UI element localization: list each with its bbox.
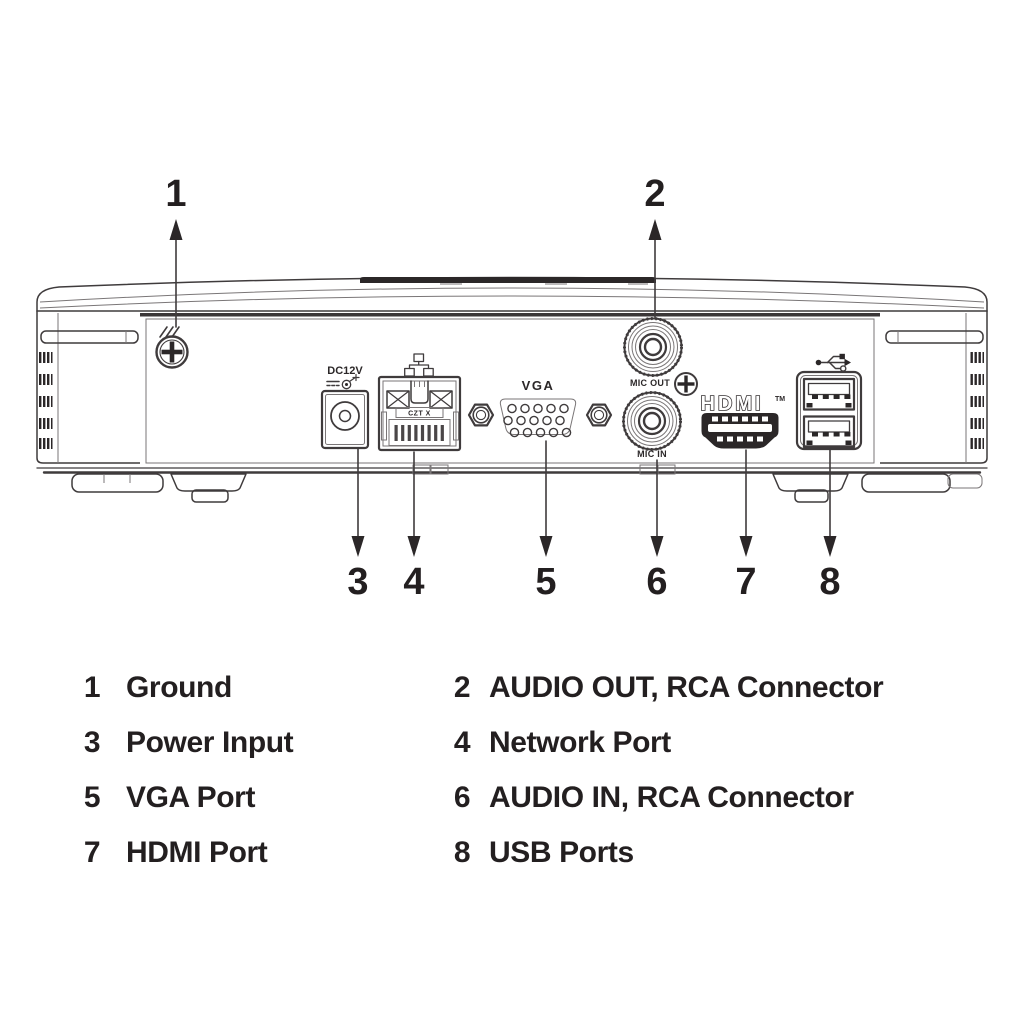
legend-num: 7 bbox=[84, 836, 100, 869]
hdmi-port: HDMI TM bbox=[700, 392, 785, 449]
legend-label: HDMI Port bbox=[126, 836, 268, 869]
legend-label: Network Port bbox=[489, 726, 671, 759]
vga-port: VGA bbox=[467, 378, 613, 439]
hdmi-tm-mark: TM bbox=[775, 396, 785, 403]
callout-number-6: 6 bbox=[646, 561, 667, 603]
callout-number-3: 3 bbox=[347, 561, 368, 603]
legend-label: VGA Port bbox=[126, 781, 255, 814]
base-and-feet bbox=[36, 464, 988, 503]
vent-slats-left bbox=[39, 352, 53, 449]
legend-item-5: 5 VGA Port bbox=[84, 781, 256, 814]
legend-num: 6 bbox=[454, 781, 470, 814]
legend-item-4: 4 Network Port bbox=[454, 726, 672, 759]
callout-number-4: 4 bbox=[403, 561, 424, 603]
legend-item-7: 7 HDMI Port bbox=[84, 836, 268, 869]
rear-face bbox=[140, 313, 880, 469]
callout-number-7: 7 bbox=[735, 561, 756, 603]
vent-slats-right bbox=[970, 352, 984, 449]
ground-symbol-icon bbox=[159, 326, 180, 338]
arrow-up-icon bbox=[169, 219, 183, 240]
audio-out-label: MIC OUT bbox=[630, 378, 670, 388]
panel-screw bbox=[674, 372, 698, 396]
arrow-down-icon bbox=[823, 536, 837, 557]
vga-pin-holes bbox=[503, 403, 572, 438]
audio-in-label: MIC IN bbox=[637, 449, 667, 459]
legend-item-2: 2 AUDIO OUT, RCA Connector bbox=[454, 671, 885, 704]
legend-label: Ground bbox=[126, 671, 232, 704]
device-chassis bbox=[36, 276, 988, 503]
callout-number-5: 5 bbox=[535, 561, 556, 603]
audio-in-rca-port: MIC IN bbox=[622, 391, 682, 459]
arrow-down-icon bbox=[407, 536, 421, 557]
legend-label: AUDIO IN, RCA Connector bbox=[489, 781, 854, 814]
hdmi-logo: HDMI bbox=[700, 393, 763, 415]
arrow-down-icon bbox=[739, 536, 753, 557]
callouts: 1 2 3 4 5 6 7 8 bbox=[165, 173, 840, 603]
legend-item-3: 3 Power Input bbox=[84, 726, 294, 759]
arrow-down-icon bbox=[539, 536, 553, 557]
callout-number-2: 2 bbox=[644, 173, 665, 215]
legend-num: 2 bbox=[454, 671, 470, 704]
callout-number-8: 8 bbox=[819, 561, 840, 603]
network-port: CZT X bbox=[377, 353, 462, 452]
phillips-cross-icon bbox=[161, 341, 183, 363]
arrow-down-icon bbox=[650, 536, 664, 557]
usb-port-bottom bbox=[802, 415, 856, 449]
hdmi-pins bbox=[708, 416, 772, 442]
vga-nut-left bbox=[467, 403, 495, 427]
usb-port-top bbox=[802, 377, 856, 411]
ethernet-icon bbox=[404, 353, 434, 377]
legend-num: 1 bbox=[84, 671, 100, 704]
audio-out-rca-port: MIC OUT bbox=[623, 317, 683, 388]
legend-num: 4 bbox=[454, 726, 471, 759]
legend-num: 8 bbox=[454, 836, 470, 869]
legend-label: AUDIO OUT, RCA Connector bbox=[489, 671, 884, 704]
legend-item-8: 8 USB Ports bbox=[454, 836, 634, 869]
right-side-panel bbox=[879, 310, 988, 464]
legend-item-6: 6 AUDIO IN, RCA Connector bbox=[454, 781, 855, 814]
arrow-up-icon bbox=[648, 219, 662, 240]
power-input-port: DC12V bbox=[320, 365, 370, 450]
legend-label: USB Ports bbox=[489, 836, 634, 869]
network-jack-text: CZT X bbox=[408, 411, 431, 418]
power-label: DC12V bbox=[327, 365, 363, 377]
legend-label: Power Input bbox=[126, 726, 294, 759]
legend-num: 5 bbox=[84, 781, 100, 814]
usb-ports bbox=[795, 353, 863, 451]
phillips-cross-icon bbox=[677, 375, 695, 393]
dc-polarity-icon bbox=[326, 373, 360, 390]
legend-item-1: 1 Ground bbox=[84, 671, 232, 704]
callout-number-1: 1 bbox=[165, 173, 186, 215]
vga-nut-right bbox=[585, 403, 613, 427]
legend: 1 Ground 2 AUDIO OUT, RCA Connector 3 Po… bbox=[84, 671, 885, 869]
top-cover bbox=[36, 276, 988, 312]
vga-label: VGA bbox=[522, 378, 555, 393]
top-handle-bar bbox=[360, 277, 656, 283]
arrow-down-icon bbox=[351, 536, 365, 557]
legend-num: 3 bbox=[84, 726, 100, 759]
ground-screw bbox=[155, 326, 189, 369]
left-side-panel bbox=[36, 310, 141, 464]
